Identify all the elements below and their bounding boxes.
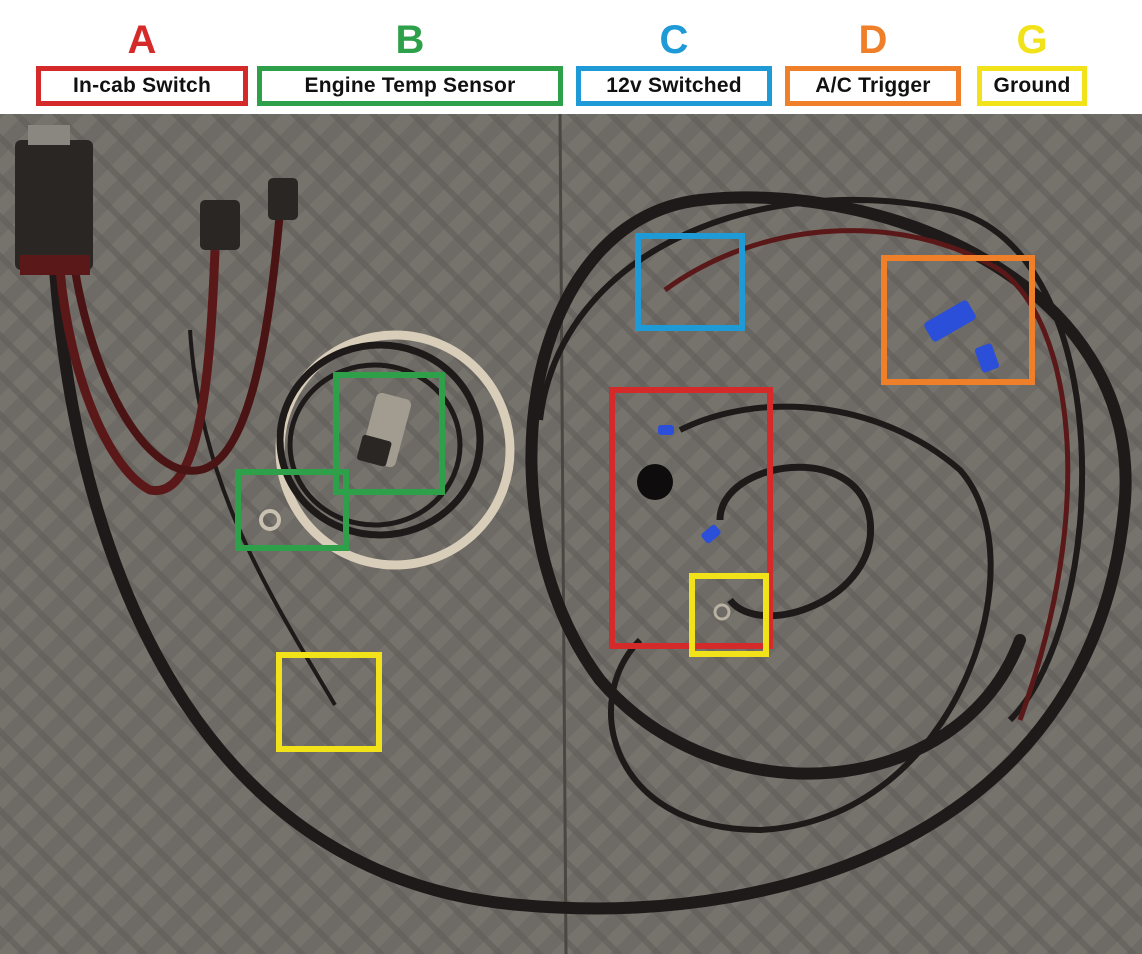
legend-box-in-cab-switch: In-cab Switch xyxy=(36,66,248,106)
black-sensor-coil-inner xyxy=(287,362,463,528)
photo-illustration xyxy=(0,114,1142,954)
callout-box-12v-switched xyxy=(635,233,745,331)
black-sensor-coil xyxy=(276,341,484,539)
temp-sensor-base xyxy=(357,434,392,467)
callout-box-ground-switch xyxy=(689,573,769,657)
sensor-ring-terminal xyxy=(259,509,281,531)
legend-letter-d: D xyxy=(858,18,888,62)
switched-12v-red-wire xyxy=(663,228,1071,721)
switch-ground-ring xyxy=(713,603,731,621)
legend-label-ground: Ground xyxy=(993,74,1071,97)
callout-box-ac-trigger xyxy=(881,255,1035,385)
ac-trigger-connector xyxy=(924,300,976,342)
ac-trigger-spade xyxy=(974,343,1000,373)
switch-terminal-2 xyxy=(701,524,721,544)
legend-letter-g: G xyxy=(1016,18,1048,62)
legend-label-ac-trigger: A/C Trigger xyxy=(815,74,931,97)
legend-label-in-cab-switch: In-cab Switch xyxy=(73,74,211,97)
callout-box-ground-left xyxy=(276,652,382,752)
small-coil-wire xyxy=(716,463,874,620)
background-seam xyxy=(558,114,568,954)
legend-box-ac-trigger: A/C Trigger xyxy=(785,66,961,106)
relay-connector-tab xyxy=(28,125,70,145)
callout-box-engine-temp-sensor xyxy=(333,372,445,495)
switch-loop-wire xyxy=(608,403,994,834)
switch-terminal-1 xyxy=(658,425,674,435)
relay-red-wire-1 xyxy=(55,249,220,495)
relay-connector-latch xyxy=(20,255,90,275)
carbon-fiber-background xyxy=(0,114,1142,954)
legend-letter-b: B xyxy=(395,18,425,62)
in-cab-switch xyxy=(637,464,673,500)
legend-box-12v-switched: 12v Switched xyxy=(576,66,772,106)
callout-box-engine-temp-ring xyxy=(235,469,349,551)
outer-loop-wire xyxy=(537,196,1086,723)
wiring-harness-photo xyxy=(0,114,1142,954)
sensor-plug-2 xyxy=(268,178,298,220)
legend-box-engine-temp-sensor: Engine Temp Sensor xyxy=(257,66,563,106)
relay-connector xyxy=(15,140,93,270)
sensor-plug-1 xyxy=(200,200,240,250)
legend-letter-a: A xyxy=(127,18,157,62)
legend-label-12v-switched: 12v Switched xyxy=(606,74,742,97)
legend-label-engine-temp-sensor: Engine Temp Sensor xyxy=(304,74,516,97)
legend-letter-c: C xyxy=(659,18,689,62)
legend-bar: A In-cab Switch B Engine Temp Sensor C 1… xyxy=(0,0,1142,114)
legend-box-ground: Ground xyxy=(977,66,1087,106)
relay-red-wire-2 xyxy=(71,209,284,475)
